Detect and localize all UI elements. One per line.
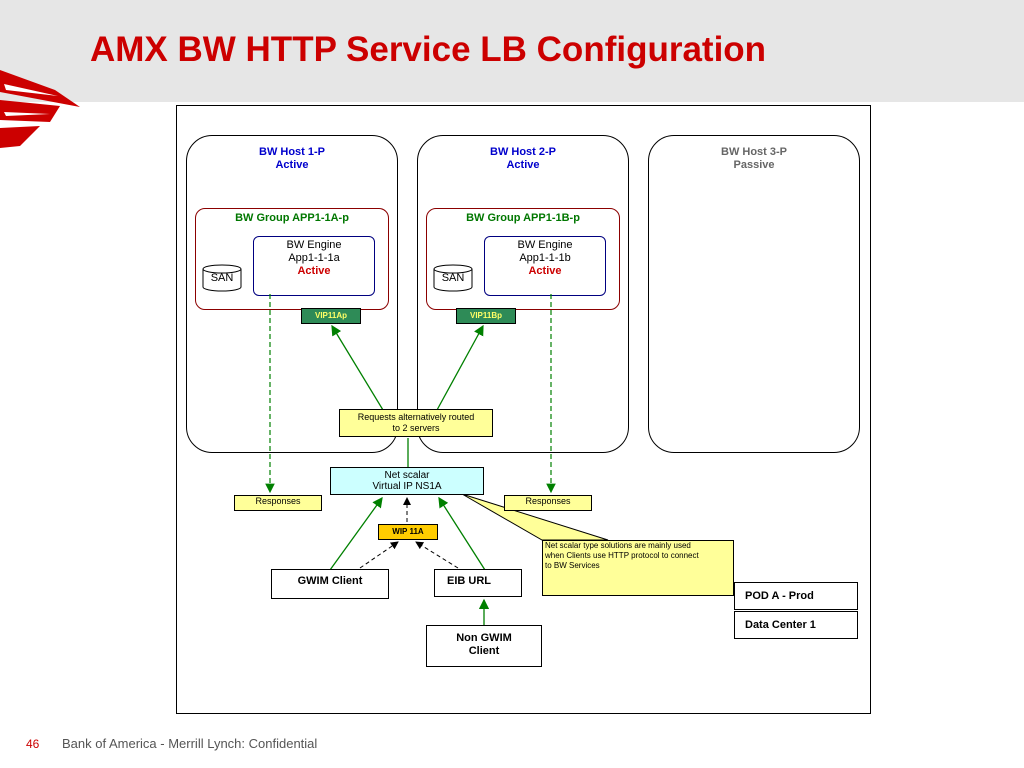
- non-gwim-client-line-2: Client: [468, 645, 500, 657]
- callout-line-1: Net scalar type solutions are mainly use…: [545, 541, 691, 550]
- host-2-status: Active: [506, 159, 540, 171]
- host-3-status: Passive: [733, 159, 775, 171]
- eib-url-box: EIB URL: [434, 569, 522, 597]
- bw-group-a-label: BW Group APP1-1A-p: [235, 212, 349, 224]
- datacenter-row: Data Center 1: [734, 611, 858, 639]
- bw-engine-a-id: App1-1-1a: [288, 252, 340, 264]
- host-1-name: BW Host 1-P: [259, 146, 325, 158]
- netscalar-vip-label: Virtual IP NS1A: [372, 481, 442, 492]
- bank-logo-icon: [0, 70, 80, 148]
- bw-group-b-label: BW Group APP1-1B-p: [466, 212, 580, 224]
- gwim-client-box: GWIM Client: [271, 569, 389, 599]
- san-a-cylinder-icon: [202, 264, 242, 292]
- slide-title: AMX BW HTTP Service LB Configuration: [90, 30, 767, 69]
- netscalar-label: Net scalar: [384, 470, 430, 481]
- bw-engine-a: BW Engine App1-1-1a Active: [253, 236, 375, 296]
- callout-line-3: to BW Services: [545, 561, 600, 570]
- page-number: 46: [26, 737, 40, 751]
- routing-note-line-1: Requests alternatively routed: [357, 412, 475, 422]
- netscalar-callout: Net scalar type solutions are mainly use…: [542, 540, 734, 596]
- vip-a-badge: VIP11Ap: [301, 308, 361, 324]
- non-gwim-client-line-1: Non GWIM: [456, 632, 512, 644]
- callout-line-2: when Clients use HTTP protocol to connec…: [545, 551, 699, 560]
- routing-note-line-2: to 2 servers: [392, 423, 440, 433]
- bw-engine-b-label: BW Engine: [517, 239, 573, 251]
- responses-left-label: Responses: [234, 495, 322, 511]
- san-a: SAN: [202, 264, 242, 292]
- host-3-box: BW Host 3-P Passive: [648, 135, 860, 453]
- non-gwim-client-box: Non GWIM Client: [426, 625, 542, 667]
- netscalar-vip-box: Net scalar Virtual IP NS1A: [330, 467, 484, 495]
- san-b-cylinder-icon: [433, 264, 473, 292]
- wip-badge: WIP 11A: [378, 524, 438, 540]
- san-a-label: SAN: [210, 272, 234, 284]
- bw-engine-b-id: App1-1-1b: [519, 252, 571, 264]
- san-b: SAN: [433, 264, 473, 292]
- routing-note: Requests alternatively routed to 2 serve…: [339, 409, 493, 437]
- san-b-label: SAN: [441, 272, 465, 284]
- host-3-title: BW Host 3-P Passive: [649, 146, 859, 172]
- host-1-status: Active: [275, 159, 309, 171]
- slide-header: [0, 0, 1024, 102]
- footer-text: Bank of America - Merrill Lynch: Confide…: [62, 736, 318, 751]
- host-2-title: BW Host 2-P Active: [418, 146, 628, 172]
- host-1-title: BW Host 1-P Active: [187, 146, 397, 172]
- pod-row: POD A - Prod: [734, 582, 858, 610]
- bw-engine-a-label: BW Engine: [286, 239, 342, 251]
- bw-engine-b-status: Active: [528, 265, 562, 277]
- host-3-name: BW Host 3-P: [721, 146, 787, 158]
- bw-engine-a-status: Active: [297, 265, 331, 277]
- vip-b-badge: VIP11Bp: [456, 308, 516, 324]
- responses-right-label: Responses: [504, 495, 592, 511]
- bw-engine-b: BW Engine App1-1-1b Active: [484, 236, 606, 296]
- host-2-name: BW Host 2-P: [490, 146, 556, 158]
